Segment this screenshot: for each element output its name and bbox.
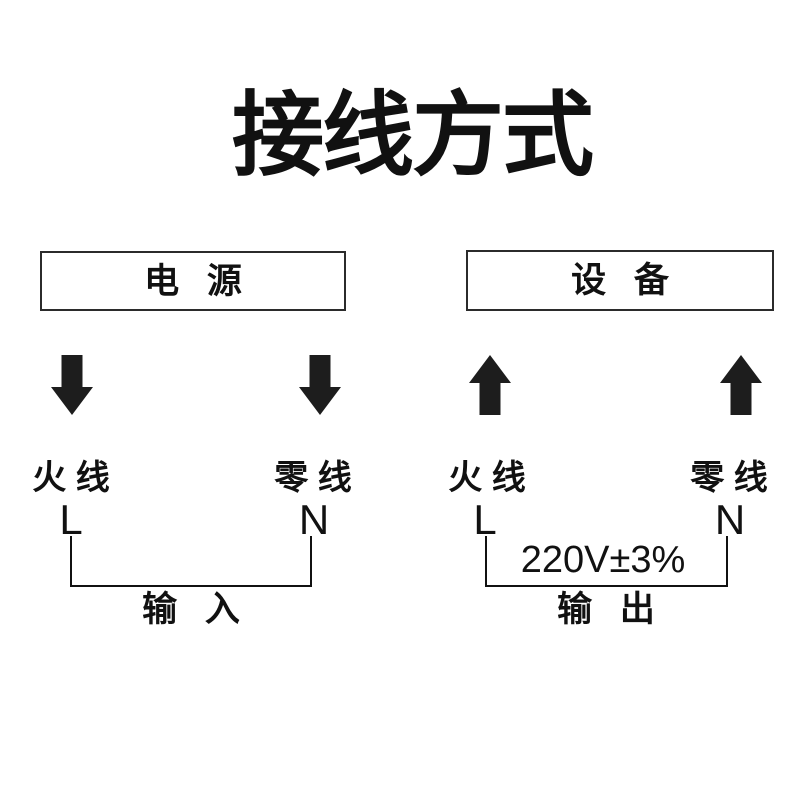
device-box: 设 备 — [466, 250, 774, 311]
down-arrow-icon — [299, 355, 341, 415]
wire-label-live: 火 线 — [32, 459, 110, 497]
terminal-label-l: L — [473, 496, 497, 543]
wire-label-live: 火 线 — [448, 459, 526, 497]
up-arrow-icon — [720, 355, 762, 415]
terminal-label-l: L — [59, 496, 83, 543]
device-label: 设 备 — [571, 261, 669, 300]
output-bracket — [485, 536, 728, 587]
terminal-label-n: N — [714, 496, 746, 543]
power-source-box: 电 源 — [40, 251, 346, 311]
up-arrow-icon — [469, 355, 511, 415]
input-label: 输 入 — [142, 590, 240, 629]
down-arrow-icon — [51, 355, 93, 415]
terminal-label-n: N — [298, 496, 330, 543]
wire-label-neutral: 零 线 — [690, 459, 768, 497]
page-title: 接线方式 — [231, 85, 594, 187]
output-label: 输 出 — [557, 590, 655, 629]
input-bracket — [70, 536, 312, 587]
voltage-label: 220V±3% — [520, 539, 686, 581]
wire-label-neutral: 零 线 — [274, 459, 352, 497]
power-source-label: 电 源 — [144, 261, 242, 301]
